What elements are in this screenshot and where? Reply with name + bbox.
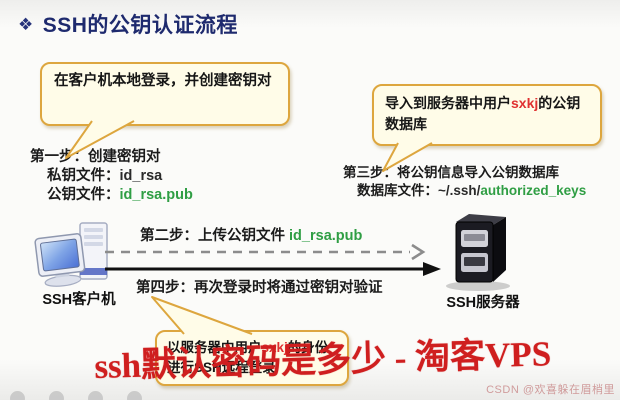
step2-line: 第二步：上传公钥文件 id_rsa.pub (140, 227, 362, 246)
callout-login-tail (151, 296, 253, 335)
callout-import-post: 的公钥数据库 (385, 95, 581, 132)
step2-filename: id_rsa.pub (289, 228, 363, 244)
step1-private-label: 私钥文件： (47, 168, 120, 185)
page-title: ❖ SSH的公钥认证流程 (18, 9, 238, 39)
step3-title: 第三步：将公钥信息导入公钥数据库 (343, 165, 559, 180)
step1-public-key-line: 公钥文件：id_rsa.pub (47, 186, 193, 205)
callout-login-pre: 以服务器中用户 (167, 340, 262, 355)
callout-import-pre: 导入到服务器中用户 (385, 95, 511, 111)
callout-login-post: 的身份进行SSH远程登录 (167, 340, 329, 375)
step3-db-filename: authorized_keys (480, 182, 587, 198)
cropped-icon-1 (10, 391, 25, 400)
callout-login-username: sxkj (261, 340, 288, 355)
step2-label: 第二步：上传公钥文件 (140, 228, 285, 244)
cropped-icon-3 (88, 391, 103, 400)
cropped-bottom-icons (10, 391, 142, 400)
step1-public-filename: id_rsa.pub (119, 187, 193, 204)
callout-remote-login-text: 以服务器中用户sxkj的身份进行SSH远程登录 (157, 332, 347, 383)
step1-public-label: 公钥文件： (47, 187, 120, 204)
cropped-icon-2 (49, 391, 64, 400)
step1-block: 第一步：创建密钥对 私钥文件：id_rsa 公钥文件：id_rsa.pub (30, 148, 193, 205)
step1-private-filename: id_rsa (119, 168, 163, 185)
step3-db-label: 数据库文件： (357, 182, 438, 198)
diamond-bullet-icon: ❖ (18, 15, 34, 34)
callout-create-keypair-text: 在客户机本地登录，并创建密钥对 (54, 73, 272, 89)
callout-import-keydb-text: 导入到服务器中用户sxkj的公钥数据库 (374, 86, 600, 142)
step3-db-line: 数据库文件：~/.ssh/authorized_keys (357, 182, 586, 200)
server-icon (446, 214, 510, 291)
csdn-watermark: CSDN @欢喜躲在眉梢里 (486, 384, 615, 396)
step3-path-prefix: ~/.ssh/ (438, 182, 481, 198)
callout-remote-login: 以服务器中用户sxkj的身份进行SSH远程登录 (155, 330, 349, 386)
client-computer-icon (34, 222, 108, 287)
page-title-text: SSH的公钥认证流程 (42, 14, 238, 37)
callout-import-keydb: 导入到服务器中用户sxkj的公钥数据库 (372, 84, 602, 146)
step3-block: 第三步：将公钥信息导入公钥数据库 数据库文件：~/.ssh/authorized… (343, 164, 586, 200)
callout-import-username: sxkj (511, 95, 539, 111)
cropped-icon-4 (127, 391, 142, 400)
upload-dashed-arrowhead (411, 243, 426, 261)
step1-private-key-line: 私钥文件：id_rsa (47, 167, 193, 186)
server-node-label: SSH服务器 (446, 295, 520, 311)
step1-title: 第一步：创建密钥对 (30, 149, 161, 165)
client-node-label: SSH客户机 (42, 292, 116, 308)
callout-create-keypair: 在客户机本地登录，并创建密钥对 (40, 62, 290, 126)
step4-line: 第四步：再次登录时将通过密钥对验证 (136, 279, 383, 298)
step4-text: 第四步：再次登录时将通过密钥对验证 (136, 280, 383, 296)
